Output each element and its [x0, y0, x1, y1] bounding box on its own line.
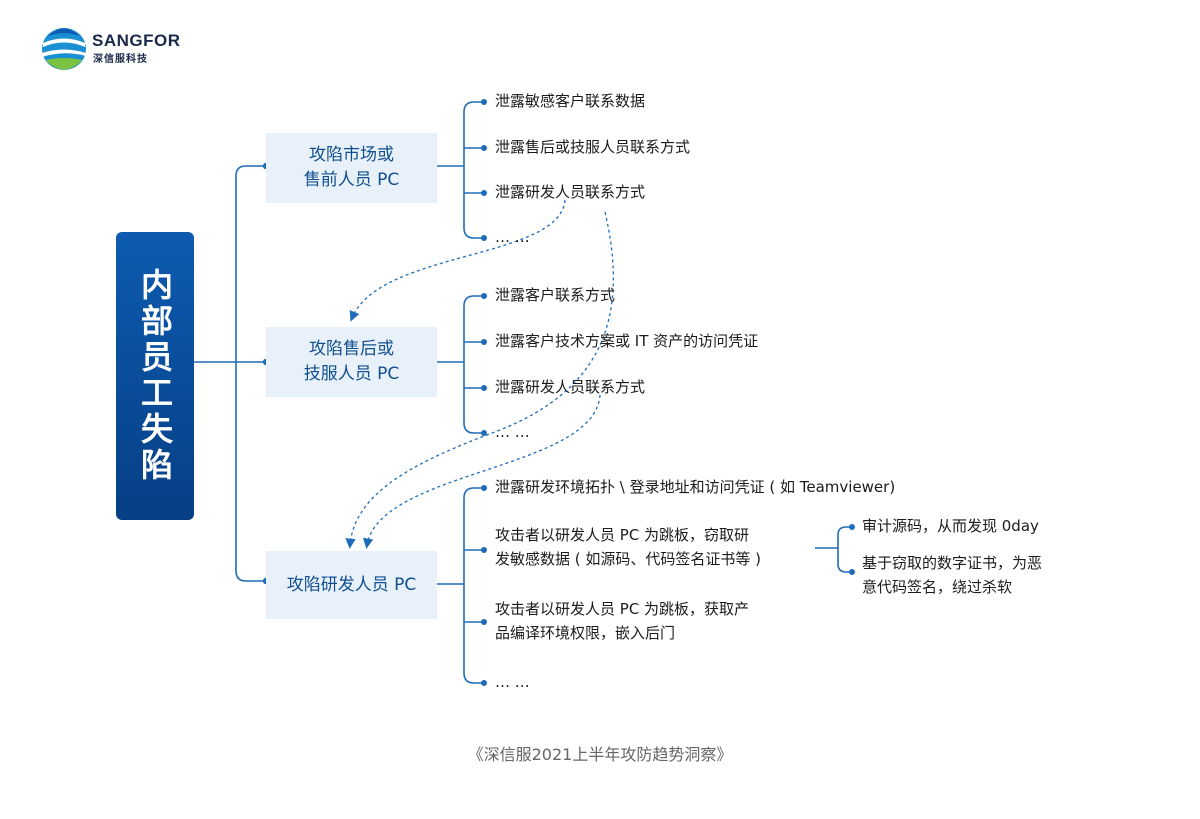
leaf-1-3: 泄露研发人员联系方式	[495, 183, 646, 201]
leaf-2-2: 泄露客户技术方案或 IT 资产的访问凭证	[495, 332, 759, 350]
branch2-bracket	[463, 295, 484, 434]
leaf-3-1: 泄露研发环境拓扑 \ 登录地址和访问凭证 ( 如 Teamviewer)	[495, 478, 896, 496]
leaf-1-4: … …	[495, 228, 530, 246]
leaf-2-1: 泄露客户联系方式	[495, 286, 616, 304]
branch-node-1: 攻陷市场或 售前人员 PC	[266, 133, 437, 203]
root-node: 内部员工失陷	[116, 232, 194, 520]
sangfor-logo-icon	[42, 28, 86, 70]
leaf-2-3: 泄露研发人员联系方式	[495, 378, 646, 396]
leaf-2-4: … …	[495, 423, 530, 441]
dashed-arrow-3	[363, 394, 601, 549]
subleaf-1: 审计源码，从而发现 0day	[862, 517, 1039, 535]
leaf-1-2: 泄露售后或技服人员联系方式	[495, 138, 691, 156]
brand-name-cn: 深信服科技	[93, 54, 148, 65]
branch1-bracket	[463, 101, 484, 239]
dashed-arrow-1	[349, 199, 566, 322]
branch-node-2: 攻陷售后或 技服人员 PC	[266, 327, 437, 397]
leaf-3-3: 攻击者以研发人员 PC 为跳板，获取产 品编译环境权限，嵌入后门	[495, 600, 750, 642]
brand-name: SANGFOR	[92, 31, 181, 50]
branch3-bracket	[463, 487, 484, 684]
leaf-3-2: 攻击者以研发人员 PC 为跳板，窃取研 发敏感数据 ( 如源码、代码签名证书等 …	[495, 526, 762, 568]
source-caption: 《深信服2021上半年攻防趋势洞察》	[467, 745, 733, 764]
trunk-line	[235, 165, 266, 582]
subleaf-2: 基于窃取的数字证书，为恶 意代码签名，绕过杀软	[862, 554, 1043, 596]
branch-node-3: 攻陷研发人员 PC	[266, 551, 437, 619]
sub-bracket	[837, 526, 852, 573]
dashed-arrow-2	[345, 211, 615, 549]
leaf-1-1: 泄露敏感客户联系数据	[495, 92, 646, 110]
leaf-3-4: … …	[495, 673, 530, 691]
